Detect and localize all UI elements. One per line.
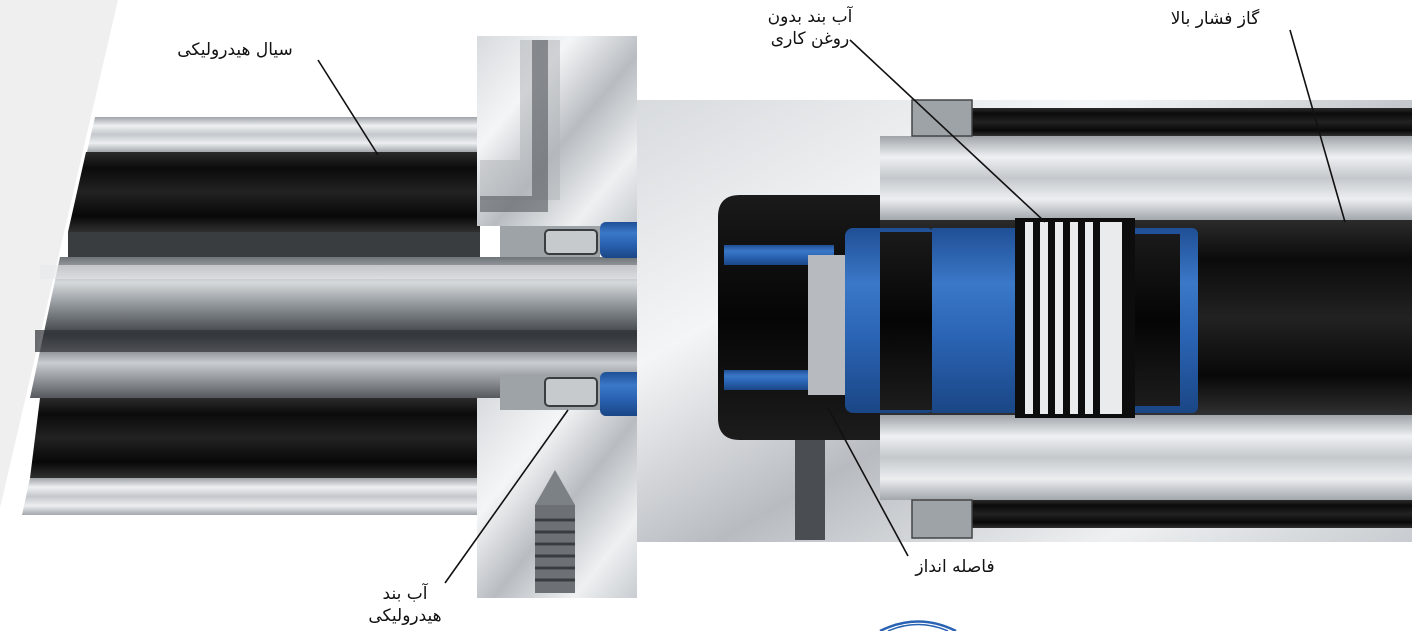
piston-blue-center	[932, 228, 1017, 413]
leader-oilless-seal	[849, 39, 1046, 223]
inner-sleeve-bottom	[880, 415, 1412, 500]
label-spacer: فاصله انداز	[890, 556, 1020, 578]
lower-stub	[795, 440, 825, 540]
label-hydraulic-fluid: سیال هیدرولیکی	[150, 39, 320, 61]
label-hydraulic-fluid-text: سیال هیدرولیکی	[177, 40, 293, 60]
piston-black-band	[880, 232, 932, 410]
bleed-screw-tip	[535, 470, 575, 505]
leader-hydraulic-fluid	[317, 59, 379, 156]
spacer-blue-bottom	[724, 370, 834, 390]
left-body-bottom-wall	[22, 478, 497, 515]
side-panel	[0, 0, 118, 508]
hydraulic-fluid-top	[68, 152, 480, 232]
label-hydraulic-seal-line1: آب بند	[382, 584, 428, 604]
bleed-screw-threads	[535, 518, 575, 582]
piston-rod	[30, 257, 820, 398]
rod-shadow	[35, 330, 820, 352]
label-oilless-seal: آب بند بدون روغن کاری	[740, 6, 880, 50]
rod-highlight	[40, 265, 820, 279]
flange-bend-dark	[480, 40, 548, 212]
label-spacer-text: فاصله انداز	[915, 557, 995, 577]
leader-lines	[317, 29, 1346, 584]
hydraulic-seal-bottom-ring	[544, 377, 598, 407]
logo-partial-icon	[879, 620, 957, 631]
left-body-top-wall	[87, 117, 497, 152]
spacer-blue-top	[724, 245, 834, 265]
label-oilless-seal-line1: آب بند بدون	[767, 7, 853, 27]
left-rod-gap-top	[68, 232, 480, 257]
hydraulic-fluid-bottom	[30, 398, 480, 478]
leader-high-pressure-gas	[1289, 29, 1346, 223]
oilless-seal-rings	[1025, 222, 1122, 414]
label-hydraulic-seal-line2: هیدرولیکی	[368, 606, 442, 626]
outer-tube-top	[945, 108, 1412, 136]
piston-black-right	[1135, 234, 1180, 406]
outer-tube-bottom	[945, 500, 1412, 528]
logo-partial-inner	[887, 623, 949, 631]
label-high-pressure-gas-text: گاز فشار بالا	[1170, 9, 1260, 29]
spacer-cap	[808, 255, 848, 395]
label-oilless-seal-line2: روغن کاری	[770, 29, 850, 49]
hydraulic-seal-top-ring	[544, 229, 598, 255]
tube-end-seal-top	[911, 99, 973, 137]
leader-hydraulic-seal	[444, 409, 569, 584]
tube-end-seal-bottom	[911, 499, 973, 539]
leader-spacer	[827, 407, 909, 557]
label-high-pressure-gas: گاز فشار بالا	[1140, 8, 1290, 30]
label-hydraulic-seal: آب بند هیدرولیکی	[350, 583, 460, 627]
